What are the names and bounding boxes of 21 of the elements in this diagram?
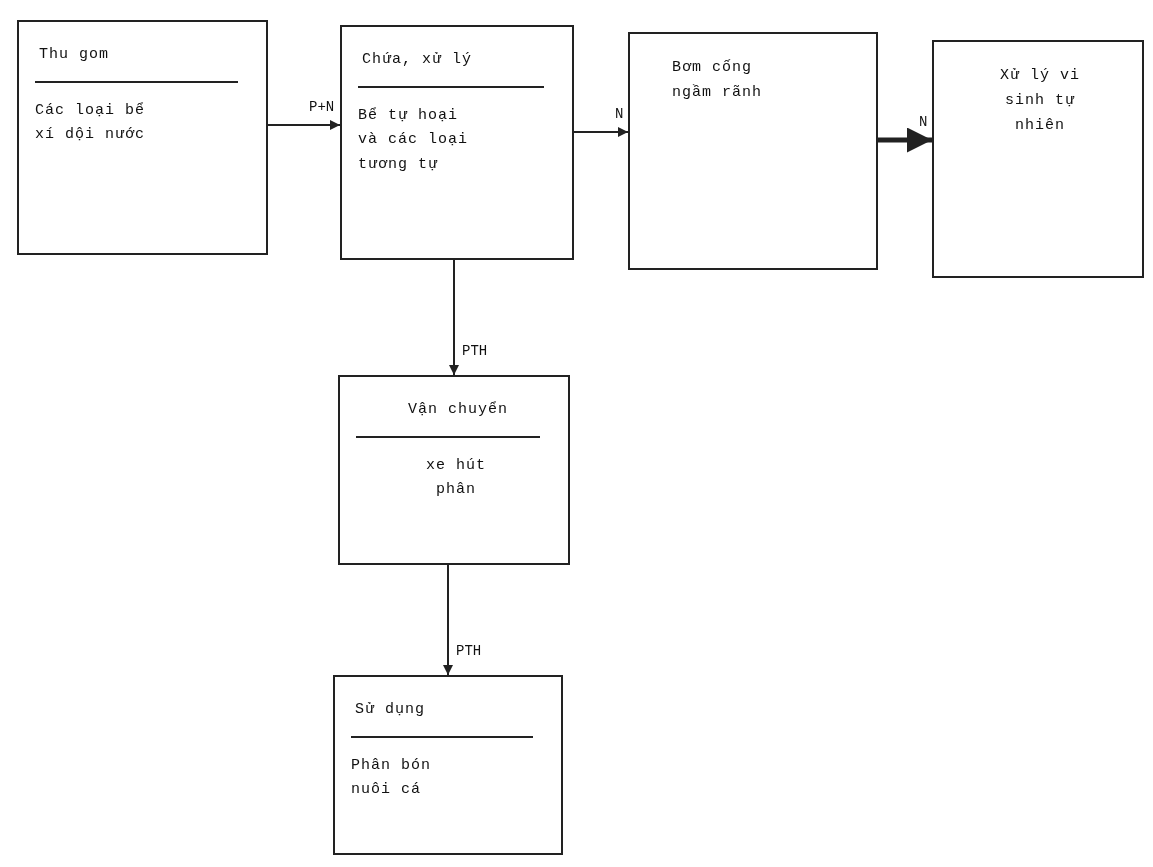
process-box (17, 20, 268, 255)
box-heading: Sử dụng (354, 700, 425, 720)
box-text: Bể tự hoại và các loại tương tự (357, 105, 470, 175)
box-heading: Thu gom (38, 45, 109, 65)
box-text: Xử lý vi sinh tự nhiên (999, 66, 1081, 136)
arrow (449, 259, 459, 376)
box-text: Phân bón nuôi cá (350, 755, 432, 801)
arrow (573, 127, 629, 137)
arrow (443, 564, 453, 676)
process-box (932, 40, 1144, 278)
box-text: Các loại bể xí dội nước (34, 100, 147, 146)
box-text: xe hút phân (425, 455, 487, 501)
box-text: Bơm cống ngầm rãnh (671, 58, 763, 103)
process-box (628, 32, 878, 270)
process-box (340, 25, 574, 260)
process-box (333, 675, 563, 855)
box-heading: Chứa, xử lý (361, 50, 473, 70)
arrow (267, 120, 341, 130)
box-heading: Vận chuyển (407, 400, 508, 420)
process-box (338, 375, 570, 565)
arrow (878, 127, 932, 153)
